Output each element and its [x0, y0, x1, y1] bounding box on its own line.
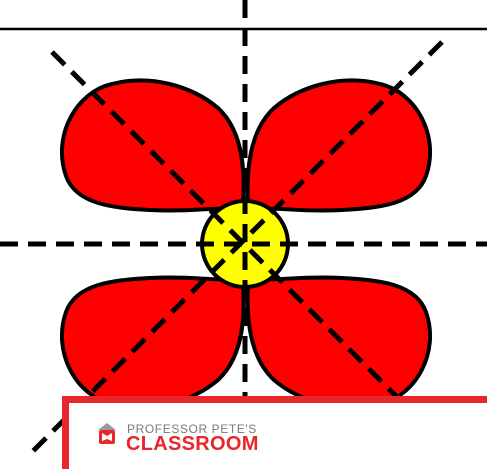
classroom-logo-icon — [95, 421, 119, 447]
petal-bottom-right — [248, 258, 430, 408]
logo-card: PROFESSOR PETE'S CLASSROOM — [62, 396, 487, 469]
petal-bottom-left — [62, 258, 244, 408]
logo-line-2: CLASSROOM — [126, 433, 259, 456]
